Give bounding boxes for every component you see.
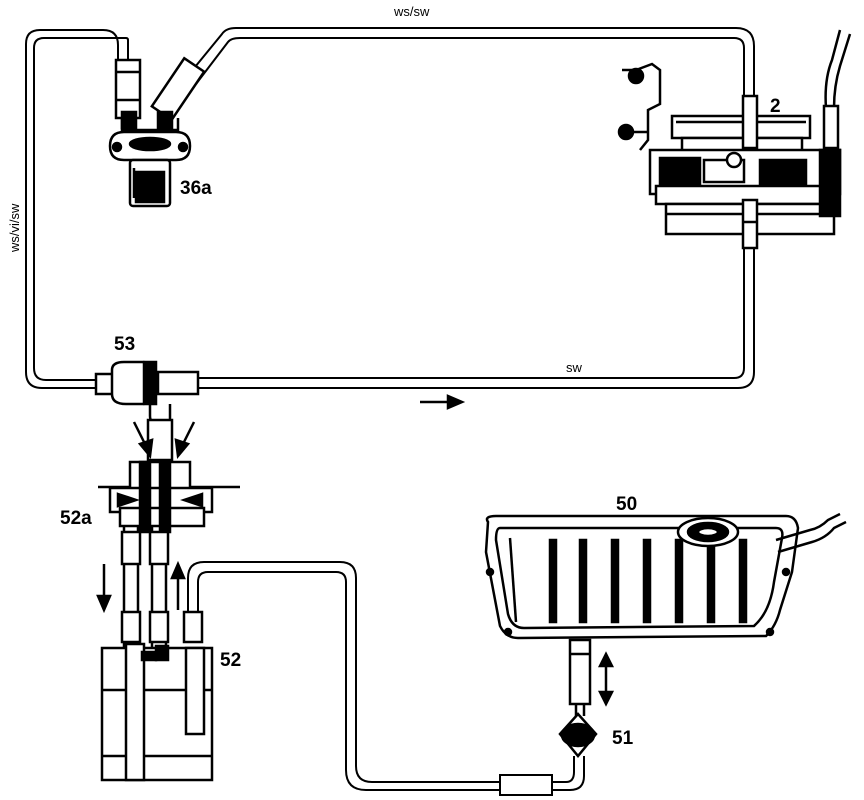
canister-52 (100, 642, 214, 782)
valve-53 (94, 360, 200, 426)
label-part-50: 50 (616, 494, 637, 515)
pipe-sw (198, 238, 755, 389)
label-ws-sw: ws/sw (393, 4, 430, 19)
label-part-52: 52 (220, 650, 241, 671)
fuel-tank-50 (484, 512, 847, 640)
carburetor-2 (617, 29, 852, 250)
pipe-canister-tank (187, 561, 585, 796)
fitting-52a (98, 418, 240, 534)
label-part-52a: 52a (60, 508, 92, 529)
valve-51 (558, 638, 598, 758)
label-sw: sw (566, 360, 583, 375)
label-ws-vi-sw: ws/vi/sw (7, 203, 22, 253)
label-part-36a: 36a (180, 178, 212, 199)
flow-arrows (96, 394, 615, 707)
pipe-ws-vi-sw (25, 29, 129, 389)
pipe-ws-sw (185, 27, 755, 100)
label-part-51: 51 (612, 728, 634, 749)
label-part-53: 53 (114, 334, 135, 355)
hoses-52a-52 (120, 526, 204, 650)
valve-36a (108, 56, 206, 208)
label-part-2: 2 (770, 96, 781, 117)
